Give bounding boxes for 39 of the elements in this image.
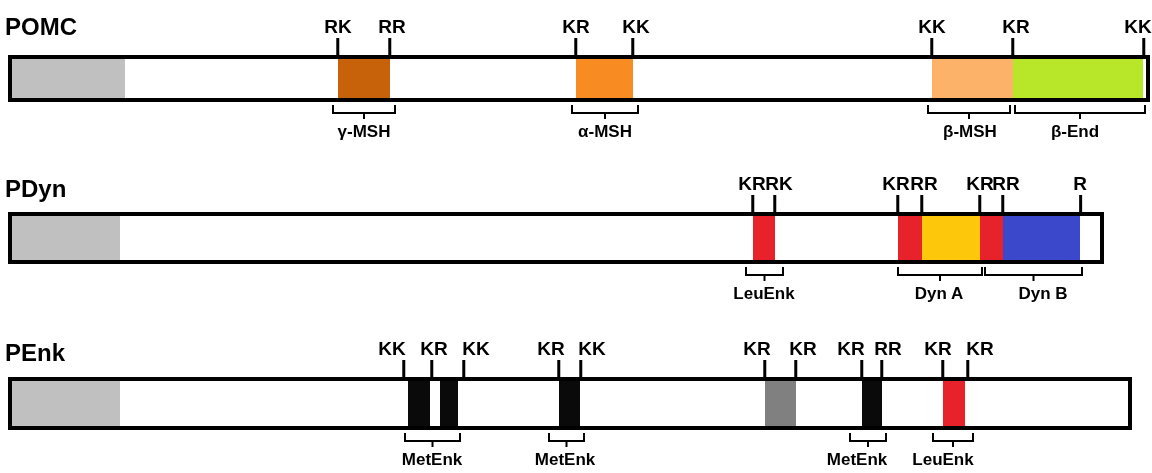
peptide-label: MetEnk [534,451,596,469]
cleavage-site-label: KR [837,339,865,377]
cleavage-site-label: RK [765,174,793,212]
cleavage-site-label: RR [378,17,406,55]
cleavage-site-label: KK [918,17,946,55]
peptide-label: Dyn B [1018,285,1068,303]
peptide-label: MetEnk [401,451,463,469]
cleavage-site-label: KR [743,339,771,377]
cleavage-site-label: KR [924,339,952,377]
cleavage-site-label: RR [992,174,1020,212]
cleavage-site-label: KR [789,339,817,377]
cleavage-site-label: RK [324,17,352,55]
cleavage-site-label: KK [462,339,490,377]
cleavage-site-label: KK [578,339,606,377]
precursor-name: POMC [5,14,77,40]
peptide-label: β-MSH [943,123,997,141]
cleavage-site-label: KR [882,174,910,212]
cleavage-site-label: KR [966,174,994,212]
cleavage-site-label: KR [966,339,994,377]
cleavage-site-label: KR [738,174,766,212]
peptide-label: MetEnk [826,451,888,469]
cleavage-site-label: R [1073,174,1087,212]
cleavage-site-label: KR [1002,17,1030,55]
peptide-label: γ-MSH [337,123,391,141]
peptide-label: β-End [1050,123,1100,141]
peptide-label: α-MSH [578,123,632,141]
precursor-name: PDyn [5,176,67,202]
cleavage-site-label: RR [910,174,938,212]
cleavage-site-label: RR [874,339,902,377]
cleavage-site-label: KR [537,339,565,377]
cleavage-site-label: KK [378,339,406,377]
peptide-label: Dyn A [914,285,964,303]
peptide-label: LeuEnk [733,285,795,303]
cleavage-site-label: KR [562,17,590,55]
cleavage-site-label: KR [420,339,448,377]
peptide-label: LeuEnk [912,451,974,469]
cleavage-site-label: KK [622,17,650,55]
precursor-name: PEnk [5,340,66,366]
cleavage-site-label: KK [1124,17,1152,55]
